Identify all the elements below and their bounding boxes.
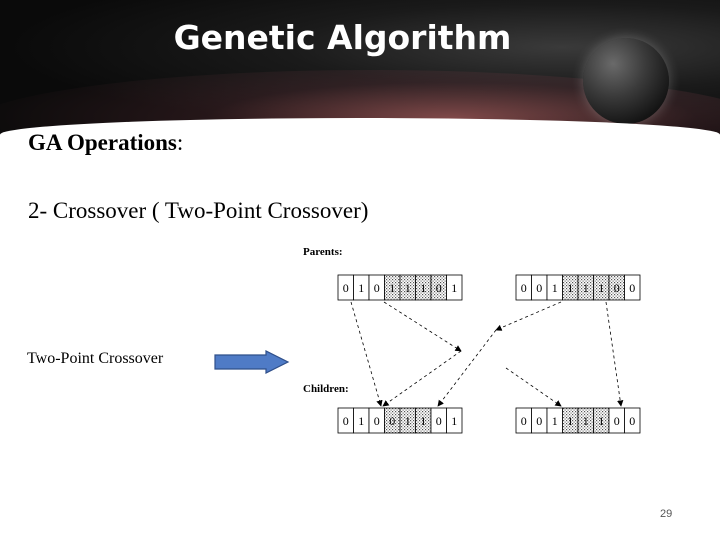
arrow-center-to-child1 bbox=[382, 350, 462, 407]
gene-value: 1 bbox=[567, 281, 573, 295]
gene-cell bbox=[446, 407, 463, 434]
gene-value: 0 bbox=[374, 414, 380, 428]
gene-value: 0 bbox=[521, 281, 527, 295]
gene-value: 1 bbox=[567, 414, 573, 428]
gene-cell bbox=[624, 274, 641, 301]
gene-value: 0 bbox=[436, 281, 442, 295]
gene-value: 0 bbox=[521, 414, 527, 428]
slide-title: Genetic Algorithm bbox=[173, 18, 512, 57]
title-banner: Genetic Algorithm bbox=[0, 0, 720, 135]
gene-value: 1 bbox=[583, 281, 589, 295]
gene-value: 1 bbox=[598, 281, 604, 295]
gene-value: 1 bbox=[405, 414, 411, 428]
gene-value: 1 bbox=[583, 414, 589, 428]
arrow-p1-to-child1 bbox=[350, 301, 383, 407]
gene-value: 1 bbox=[598, 414, 604, 428]
section-heading: GA Operations: bbox=[28, 130, 183, 156]
gene-value: 0 bbox=[614, 414, 620, 428]
gene-cell bbox=[446, 274, 463, 301]
gene-value: 0 bbox=[343, 414, 349, 428]
arrow-p2-to-child2 bbox=[605, 301, 624, 407]
arrow-p2-to-center bbox=[495, 301, 562, 331]
gene-value: 0 bbox=[436, 414, 442, 428]
gene-value: 1 bbox=[552, 281, 558, 295]
gene-cell bbox=[624, 407, 641, 434]
gene-value: 1 bbox=[358, 281, 364, 295]
gene-value: 0 bbox=[614, 281, 620, 295]
gene-value: 0 bbox=[374, 281, 380, 295]
heading-text: GA Operations bbox=[28, 130, 177, 155]
arrow-center-to-child2 bbox=[505, 367, 562, 407]
slide-subtitle: 2- Crossover ( Two-Point Crossover) bbox=[28, 198, 369, 223]
gene-value: 0 bbox=[536, 281, 542, 295]
gene-value: 0 bbox=[536, 414, 542, 428]
gene-value: 1 bbox=[405, 281, 411, 295]
gene-value: 1 bbox=[358, 414, 364, 428]
gene-value: 0 bbox=[629, 281, 635, 295]
arrow-shape bbox=[214, 350, 290, 374]
page-number: 29 bbox=[660, 508, 673, 520]
gene-value: 1 bbox=[420, 414, 426, 428]
gene-value: 0 bbox=[629, 414, 635, 428]
gene-value: 1 bbox=[451, 414, 457, 428]
planet-image bbox=[583, 38, 669, 124]
gene-value: 0 bbox=[389, 414, 395, 428]
right-arrow-icon bbox=[214, 350, 290, 374]
arrow-p1-to-center bbox=[383, 301, 462, 352]
gene-value: 1 bbox=[451, 281, 457, 295]
gene-value: 1 bbox=[420, 281, 426, 295]
gene-value: 0 bbox=[343, 281, 349, 295]
arrow-center-to-child1-right bbox=[437, 329, 497, 407]
gene-value: 1 bbox=[389, 281, 395, 295]
children-label: Children: bbox=[303, 383, 349, 395]
side-label: Two-Point Crossover bbox=[27, 350, 164, 367]
heading-colon: : bbox=[176, 130, 184, 155]
gene-value: 1 bbox=[552, 414, 558, 428]
parents-label: Parents: bbox=[303, 246, 343, 258]
